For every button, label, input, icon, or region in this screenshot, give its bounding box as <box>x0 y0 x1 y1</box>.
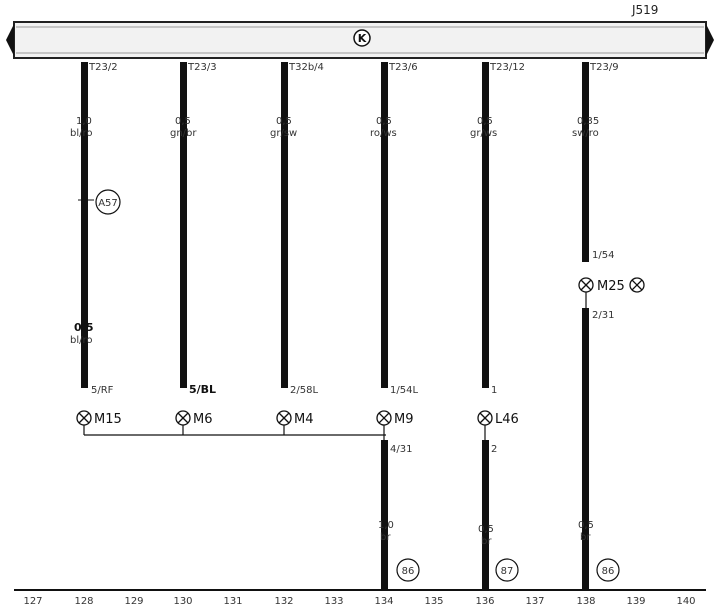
grid-number: 139 <box>626 596 645 607</box>
component-label: M25 <box>597 279 625 294</box>
grid-number: 135 <box>424 596 443 607</box>
end-pin-label: 5/RF <box>91 385 114 396</box>
grid-number: 136 <box>475 596 494 607</box>
ground-ref-86-icon <box>396 558 420 582</box>
grid-numbers: 127 128 129 130 131 132 133 134 135 136 … <box>23 596 695 607</box>
ground-ref-label: 86 <box>602 566 615 577</box>
ground-wire-spec: 0,5 <box>578 520 594 531</box>
lamp-m25-left-icon <box>578 277 594 293</box>
ground-pin-label: 4/31 <box>390 444 412 455</box>
control-unit-symbol: K <box>358 32 367 45</box>
lamp-m15-icon <box>76 410 92 426</box>
grid-number: 129 <box>124 596 143 607</box>
ground-wire-color: br <box>580 532 591 543</box>
grid-number: 132 <box>274 596 293 607</box>
ground-k-icon <box>353 29 371 47</box>
ground-ref-86b-icon <box>596 558 620 582</box>
end-pin-label: 1/54 <box>592 250 614 261</box>
wire-m9: T23/6 0,5 ro/ws 1/54L M9 4/31 1,0 br 86 <box>370 62 420 590</box>
pin-label: T32b/4 <box>288 62 324 73</box>
wire-m4: T32b/4 0,5 gr/sw 2/58L M4 <box>270 62 324 427</box>
pin-label: T23/9 <box>589 62 619 73</box>
bar-right-cap-icon <box>706 24 714 56</box>
bar-left-cap-icon <box>6 24 14 56</box>
wire-color: gr/ws <box>470 128 497 139</box>
end-pin-label: 1 <box>491 385 497 396</box>
pin-label: T23/6 <box>388 62 418 73</box>
ground-pin-label: 2/31 <box>592 310 614 321</box>
grid-number: 127 <box>23 596 42 607</box>
wire-color: sw/ro <box>572 128 599 139</box>
lamp-m9-icon <box>376 410 392 426</box>
wire-spec: 0,5 <box>477 116 493 127</box>
lamp-m6-icon <box>175 410 191 426</box>
lamp-m25-right-icon <box>629 277 645 293</box>
wire-color: bl/ro <box>70 128 93 139</box>
grid-number: 137 <box>525 596 544 607</box>
wire-m6: T23/3 0,5 gn/br 5/BL M6 <box>170 62 217 427</box>
wire-color-mid: bl/ro <box>70 335 93 346</box>
wire-color: ro/ws <box>370 128 397 139</box>
wire-spec: 0,5 <box>376 116 392 127</box>
control-unit-name: J519 <box>631 3 658 17</box>
wire-spec: 0,5 <box>175 116 191 127</box>
lamp-l46-icon <box>477 410 493 426</box>
end-pin-label: 5/BL <box>189 383 216 396</box>
pin-label: T23/3 <box>187 62 217 73</box>
grid-number: 134 <box>374 596 393 607</box>
wire-color: gr/sw <box>270 128 297 139</box>
connector-a57-icon <box>95 189 121 215</box>
ground-pin-label: 2 <box>491 444 497 455</box>
control-unit-j519: K J519 <box>6 3 714 59</box>
connector-label: A57 <box>98 198 118 209</box>
ground-ref-label: 87 <box>501 566 514 577</box>
wire-spec: 0,35 <box>577 116 599 127</box>
grid-number: 131 <box>223 596 242 607</box>
grid-number: 133 <box>324 596 343 607</box>
grid-number: 128 <box>74 596 93 607</box>
wire-m15: T23/2 1,0 bl/ro A57 0,5 bl/ro 5/RF M15 <box>70 62 122 427</box>
component-label: M4 <box>294 412 314 427</box>
grid-number: 140 <box>676 596 695 607</box>
lamp-m4-icon <box>276 410 292 426</box>
wire-spec-mid: 0,5 <box>74 321 94 334</box>
pin-label: T23/2 <box>88 62 118 73</box>
wire-spec: 1,0 <box>76 116 92 127</box>
end-pin-label: 1/54L <box>390 385 418 396</box>
grid-number: 138 <box>576 596 595 607</box>
ground-wire-color: br <box>481 536 492 547</box>
wire-l46: T23/12 0,5 gr/ws 1 L46 2 0,5 br 87 <box>470 62 525 590</box>
pin-label: T23/12 <box>489 62 525 73</box>
end-pin-label: 2/58L <box>290 385 318 396</box>
ground-wire-color: br <box>380 532 391 543</box>
component-label: L46 <box>495 412 519 427</box>
ground-wire-spec: 0,5 <box>478 524 494 535</box>
component-label: M15 <box>94 412 122 427</box>
component-label: M9 <box>394 412 414 427</box>
component-label: M6 <box>193 412 213 427</box>
wire-color: gn/br <box>170 128 197 139</box>
grid-number: 130 <box>173 596 192 607</box>
wire-spec: 0,5 <box>276 116 292 127</box>
ground-wire-spec: 1,0 <box>378 520 394 531</box>
wire-m25: T23/9 0,35 sw/ro 1/54 M25 2/31 0,5 br 86 <box>572 62 645 590</box>
ground-ref-label: 86 <box>402 566 415 577</box>
ground-ref-87-icon <box>495 558 519 582</box>
